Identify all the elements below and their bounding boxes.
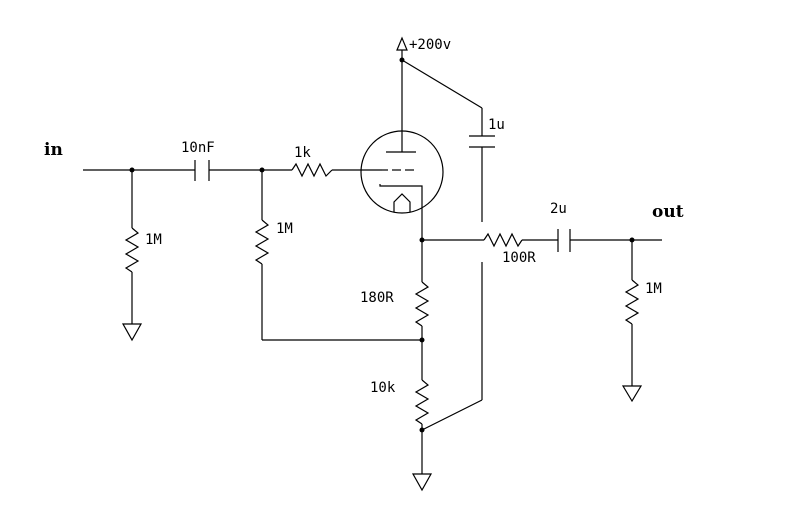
output-ground-resistor xyxy=(624,240,640,386)
grid-stopper-resistor xyxy=(291,162,382,178)
ground-symbol-cathode xyxy=(411,473,433,492)
output-capacitor-label: 2u xyxy=(550,201,567,217)
cathode-node xyxy=(419,212,484,243)
input-capacitor xyxy=(194,160,210,181)
output-resistor-label: 100R xyxy=(502,250,536,266)
input-net xyxy=(83,167,292,173)
bias-resistor-label: 10k xyxy=(370,380,396,396)
input-label: in xyxy=(44,140,63,160)
bias-resistor xyxy=(414,340,430,474)
grid-resistor xyxy=(254,170,422,341)
cathode-resistor-label: 180R xyxy=(360,290,394,306)
triode-tube xyxy=(360,130,444,214)
grid-stopper-label: 1k xyxy=(294,145,311,161)
output-label: out xyxy=(652,202,684,222)
output-ground-resistor-label: 1M xyxy=(645,281,662,297)
ground-symbol-input xyxy=(121,323,143,342)
output-resistor xyxy=(483,232,558,248)
input-capacitor-label: 10nF xyxy=(181,140,215,156)
input-ground-resistor-label: 1M xyxy=(145,232,162,248)
input-ground-resistor xyxy=(124,170,140,324)
output-capacitor xyxy=(557,229,662,252)
bootstrap-capacitor xyxy=(421,108,495,431)
supply-rail xyxy=(396,36,483,131)
ground-symbol-output xyxy=(621,385,643,403)
bootstrap-capacitor-label: 1u xyxy=(488,117,505,133)
grid-resistor-label: 1M xyxy=(276,221,293,237)
supply-label: +200v xyxy=(409,37,451,53)
cathode-resistor xyxy=(414,240,430,343)
